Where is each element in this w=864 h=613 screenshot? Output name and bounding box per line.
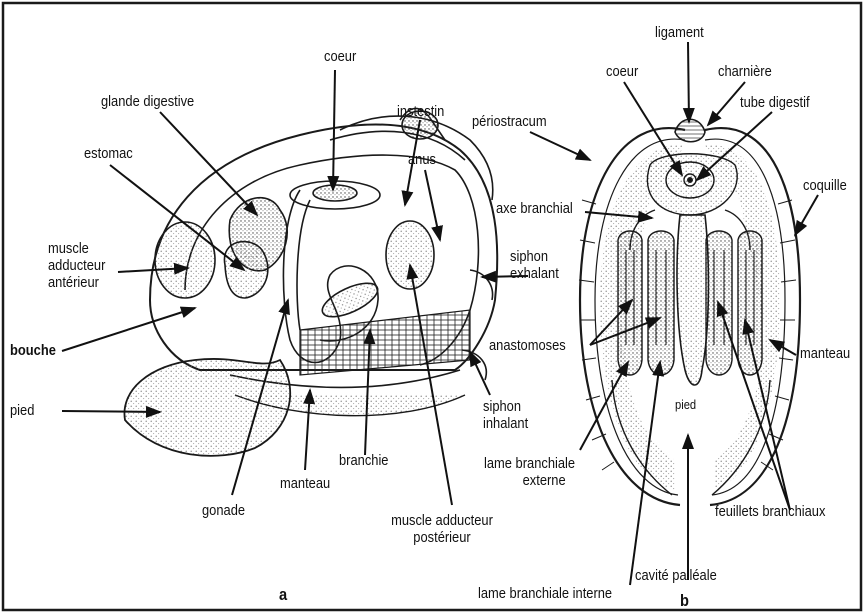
label-feuillets-branchiaux: feuillets branchiaux [715,503,825,520]
label-map-line2: postérieur [382,529,502,546]
label-axe-branchial: axe branchial [496,200,573,217]
label-anus: anus [408,151,436,168]
label-periostracum: périostracum [472,113,547,130]
label-bouche: bouche [10,342,56,359]
label-manteau-a: manteau [280,475,330,492]
label-figure-b: b [680,592,689,609]
label-lbe-line1: lame branchiale [484,455,575,472]
label-se-line2: exhalant [510,265,559,282]
label-map-line1: muscle adducteur [382,512,502,529]
label-coeur-a: coeur [324,48,356,65]
label-lame-branchiale-interne: lame branchiale interne [478,585,612,602]
label-cavite-palleale: cavité palléale [635,567,717,584]
label-muscle-adducteur-posterieur: muscle adducteur postérieur [382,512,502,546]
label-si-line1: siphon [483,398,528,415]
hinge [675,119,705,142]
gill-lamella-left-inner [648,231,674,375]
gill-mesh [300,310,470,375]
anterior-adductor [155,222,215,298]
label-manteau-b: manteau [800,345,850,362]
label-gonade: gonade [202,502,245,519]
label-anastomoses: anastomoses [489,337,566,354]
label-tube-digestif: tube digestif [740,94,810,111]
figure-b-drawing [579,119,800,505]
label-maa-line2: adducteur [48,257,105,274]
label-muscle-adducteur-anterieur: muscle adducteur antérieur [48,240,105,291]
label-pied-b: pied [675,396,696,413]
label-glande-digestive: glande digestive [101,93,194,110]
label-siphon-exhalant: siphon exhalant [510,248,559,282]
figure-a-leaders [62,70,528,505]
label-estomac: estomac [84,145,133,162]
label-si-line2: inhalant [483,415,528,432]
label-instestin: instestin [397,103,444,120]
label-figure-a: a [279,586,287,603]
label-charniere: charnière [718,63,772,80]
foot [124,359,290,456]
label-siphon-inhalant: siphon inhalant [483,398,528,432]
label-coeur-b: coeur [606,63,638,80]
label-maa-line1: muscle [48,240,105,257]
label-coquille: coquille [803,177,847,194]
figure-a-drawing [124,108,497,455]
label-ligament: ligament [655,24,704,41]
label-se-line1: siphon [510,248,559,265]
posterior-adductor [386,221,434,289]
label-lame-branchiale-externe: lame branchiale externe [484,455,575,489]
label-branchie: branchie [339,452,388,469]
stomach [224,242,267,298]
label-maa-line3: antérieur [48,274,105,291]
label-lbe-line2: externe [484,472,575,489]
foot-section [677,215,708,385]
label-pied-a: pied [10,402,34,419]
gill-lamella-right-outer [738,231,762,375]
